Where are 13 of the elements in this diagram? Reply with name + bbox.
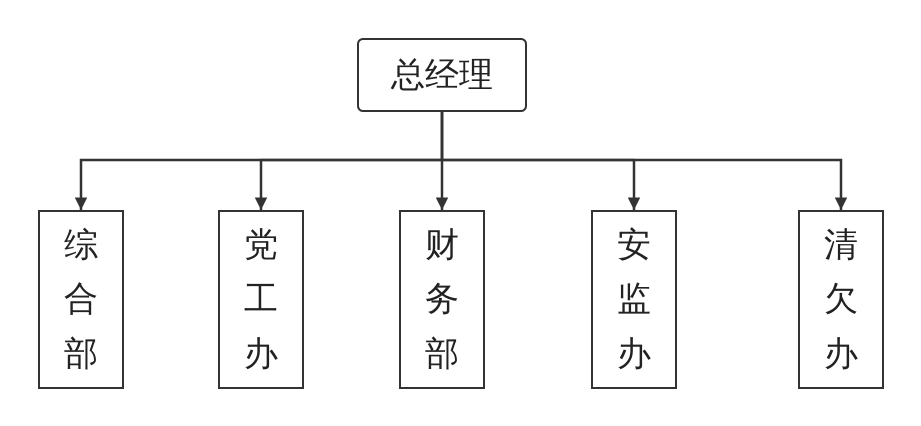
department-box: [38, 210, 124, 389]
node-title: 总经理: [391, 54, 493, 97]
node-label: 综合部: [64, 224, 98, 376]
manager-box: [357, 38, 527, 112]
node-label: 清欠办: [824, 224, 858, 376]
department-box: [798, 210, 884, 389]
node-label: 安监办: [617, 224, 651, 376]
connector-arrow: [440, 112, 848, 210]
department-box: [399, 210, 485, 389]
department-box: [218, 210, 304, 389]
node-label: 党工办: [244, 224, 278, 376]
department-box: [591, 210, 677, 389]
node-label: 财务部: [425, 224, 459, 376]
